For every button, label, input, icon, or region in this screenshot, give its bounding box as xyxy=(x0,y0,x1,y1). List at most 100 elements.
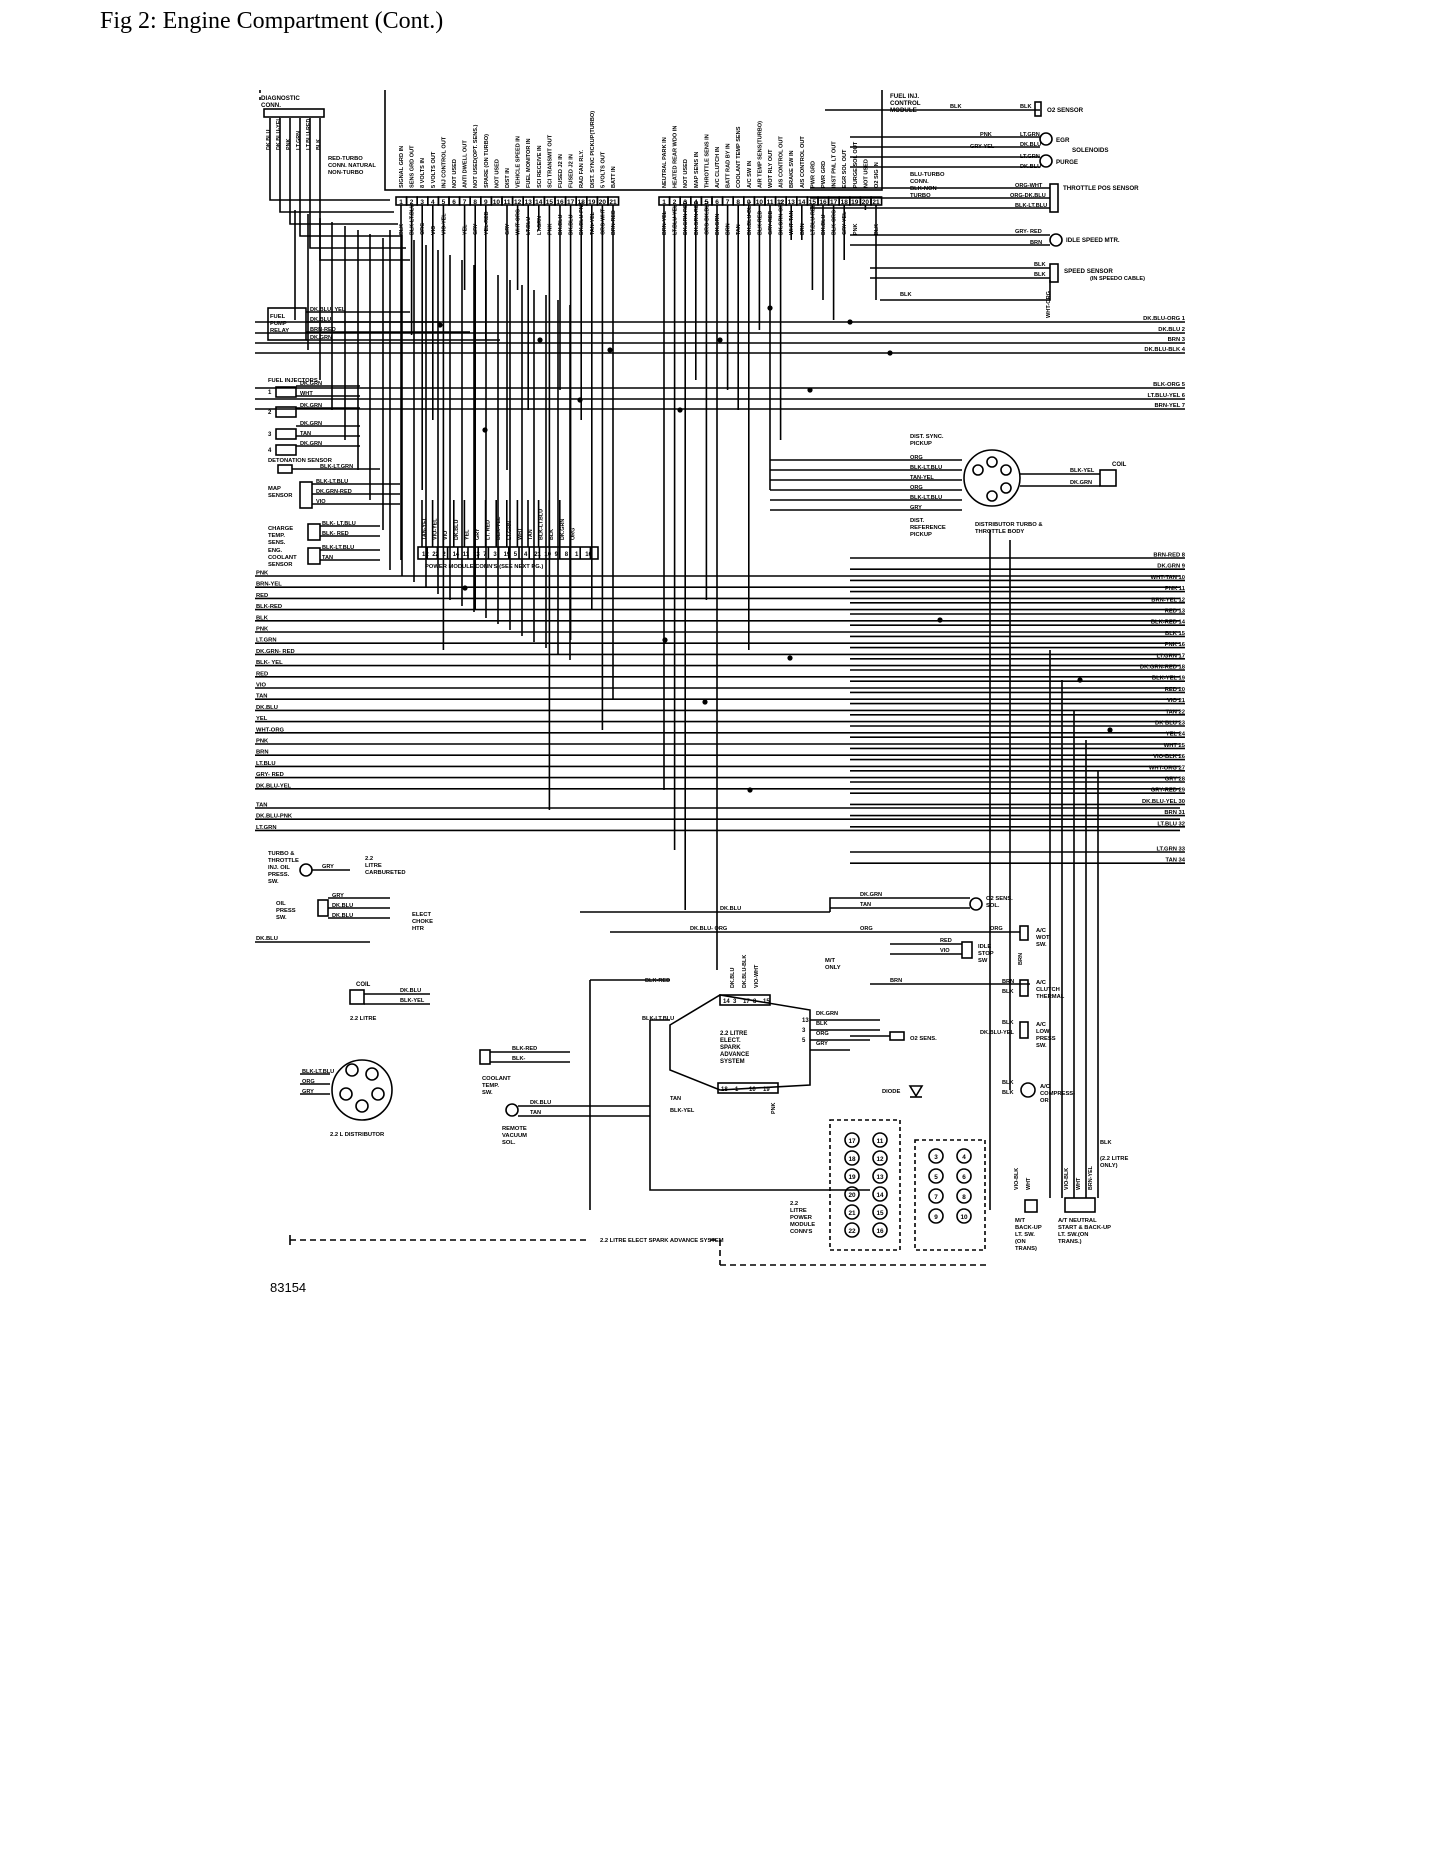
idle-stop-label: SW xyxy=(978,958,988,964)
coolant-temp-switch xyxy=(479,1049,491,1065)
pin-number: 12 xyxy=(514,199,522,206)
pm-terminal-number: 6 xyxy=(962,1174,966,1181)
reference-pickup-label: REFERENCE xyxy=(910,525,946,531)
pin-function-label: DIST. SYNC PICKUP(TURBO) xyxy=(590,111,596,188)
esa-pin: 8 xyxy=(753,999,757,1005)
pin-function-label: RAD FAN RLY. xyxy=(579,150,585,188)
wire-label: ORG xyxy=(860,926,873,932)
wire-label: DK.BLU xyxy=(310,317,331,323)
pin-number: 21 xyxy=(609,199,617,206)
pin-number: 6 xyxy=(715,199,719,206)
pin-wire-label: DK.GRN-RED xyxy=(683,200,689,235)
injector-number: 3 xyxy=(268,432,272,438)
fuel-injector xyxy=(275,406,297,418)
power-conn-wire-label: VIO-YEL xyxy=(433,518,439,540)
ac-wot-label: SW. xyxy=(1036,942,1047,948)
pm-terminal-number: 12 xyxy=(876,1156,884,1163)
esa-label: 2.2 LITRE xyxy=(720,1031,747,1037)
bus-wire-label: GRY 28 xyxy=(1165,777,1186,783)
pm-terminal-number: 15 xyxy=(876,1210,884,1217)
pin-function-label: FUSED J2 IN xyxy=(558,154,564,188)
at-neutral-label: A/T NEUTRAL xyxy=(1058,1218,1097,1224)
mt-backup-label: LT. SW. xyxy=(1015,1232,1035,1238)
wire-label: BLK-LT.BLU xyxy=(910,495,942,501)
vacuum-sol-label: SOL. xyxy=(502,1140,516,1146)
esa-pin: 13 xyxy=(802,1018,809,1024)
wire-label: ORG xyxy=(302,1079,315,1085)
pin-wire-label: BLK-LT.BLU xyxy=(410,204,416,235)
bus-wire-label: RED xyxy=(256,593,268,599)
power-conn-wire-label: DK.BLU xyxy=(454,520,460,540)
coolant-sensor-label: COOLANT xyxy=(268,555,297,561)
pin-cell xyxy=(870,196,883,206)
esa-pin: 19 xyxy=(763,1087,770,1093)
bus-wire-label: WHT 25 xyxy=(1164,743,1186,749)
distributor-terminal xyxy=(1000,464,1012,476)
junction-dot xyxy=(537,337,543,343)
ac-clutch-label: THERMAL xyxy=(1036,994,1065,1000)
pm-terminal-number: 16 xyxy=(876,1228,884,1235)
bus-wire-label: PNK xyxy=(256,739,269,745)
wire-label: TAN xyxy=(530,1110,541,1116)
pin-wire-label: DK.BLU xyxy=(821,215,827,235)
power-conn-wire-label: TAN-YEL xyxy=(422,516,428,540)
bus-wire-label: BLK xyxy=(256,615,269,621)
pin-number: 3 xyxy=(683,199,687,206)
pin-wire-label: DK.GRN xyxy=(715,214,721,235)
coil-22-label: COIL xyxy=(356,982,371,988)
wire xyxy=(299,118,402,237)
pin-wire-label: VIO xyxy=(431,226,437,235)
pin-function-label: DIST IN xyxy=(505,168,511,188)
vacuum-sol-label: REMOTE xyxy=(502,1126,527,1132)
pin-number: 1 xyxy=(399,199,403,206)
pin-number: 10 xyxy=(493,199,501,206)
mt-backup-label: TRANS) xyxy=(1015,1246,1037,1252)
pin-number: 20 xyxy=(599,199,607,206)
bus-wire-label: WHT-TAN 10 xyxy=(1151,575,1185,581)
ignition-coil xyxy=(1099,469,1117,487)
power-conn-pin: 2 xyxy=(442,552,446,558)
pin-function-label: EGR SOL OUT xyxy=(842,149,848,188)
wire-label: BRN xyxy=(1018,953,1024,965)
pm-terminal xyxy=(928,1208,944,1224)
pin-function-label: SCI RECEIVE IN xyxy=(537,145,543,188)
pin-number: 9 xyxy=(747,199,751,206)
solenoids-label: SOLENOIDS xyxy=(1072,147,1108,154)
pin-wire-label: DK.BLU-PNK xyxy=(579,201,585,235)
pin-number: 13 xyxy=(525,199,533,206)
wire-label: DK.GRN xyxy=(300,421,322,427)
speed-sensor-note: (IN SPEEDO CABLE) xyxy=(1090,276,1145,282)
at-neutral-label: TRANS.) xyxy=(1058,1239,1082,1245)
pm-terminal xyxy=(872,1132,888,1148)
fuel-pump-label: FUEL xyxy=(270,314,286,320)
esa-pin: 14 xyxy=(723,999,730,1005)
pm-terminal xyxy=(844,1150,860,1166)
esa-pin: 1 xyxy=(735,1087,739,1093)
pin-number: 10 xyxy=(756,199,764,206)
pin-function-label: HEATED REAR WDO IN xyxy=(673,126,679,188)
bus-wire-label: DK BLU 23 xyxy=(1155,721,1186,727)
wire-label: GRY xyxy=(302,1089,314,1095)
pin-wire-label: ORG-WHT xyxy=(600,208,606,235)
pin-number: 21 xyxy=(872,199,880,206)
power-conn-wire-label: TAN xyxy=(528,529,534,540)
pin-wire-label: BRN xyxy=(726,223,732,235)
wire-label: LT.GRN xyxy=(1020,132,1040,138)
at-neutral-label: LT. SW.(ON xyxy=(1058,1232,1088,1238)
pm-terminal-number: 17 xyxy=(848,1138,856,1145)
charge-temp-label: SENS. xyxy=(268,540,286,546)
pm-terminal xyxy=(844,1186,860,1202)
o2-sens-label: O2 SENS. xyxy=(910,1036,937,1042)
pin-number: 9 xyxy=(484,199,488,206)
wire xyxy=(279,118,394,213)
ac-clutch-label: CLUTCH xyxy=(1036,987,1060,993)
bus-wire-label: PNK 11 xyxy=(1165,586,1186,592)
ac-compressor-label: COMPRESS- xyxy=(1040,1091,1075,1097)
pin-function-label: INST PNL LT OUT xyxy=(832,141,838,188)
idle-stop-label: STOP xyxy=(978,951,994,957)
wire-label: RED xyxy=(940,938,952,944)
wire-label: WHT xyxy=(300,391,313,397)
pin-number: 4 xyxy=(694,199,698,206)
bus-wire-label: RED xyxy=(256,671,268,677)
bus-wire-label: LT.BLU-YEL 6 xyxy=(1148,393,1186,399)
